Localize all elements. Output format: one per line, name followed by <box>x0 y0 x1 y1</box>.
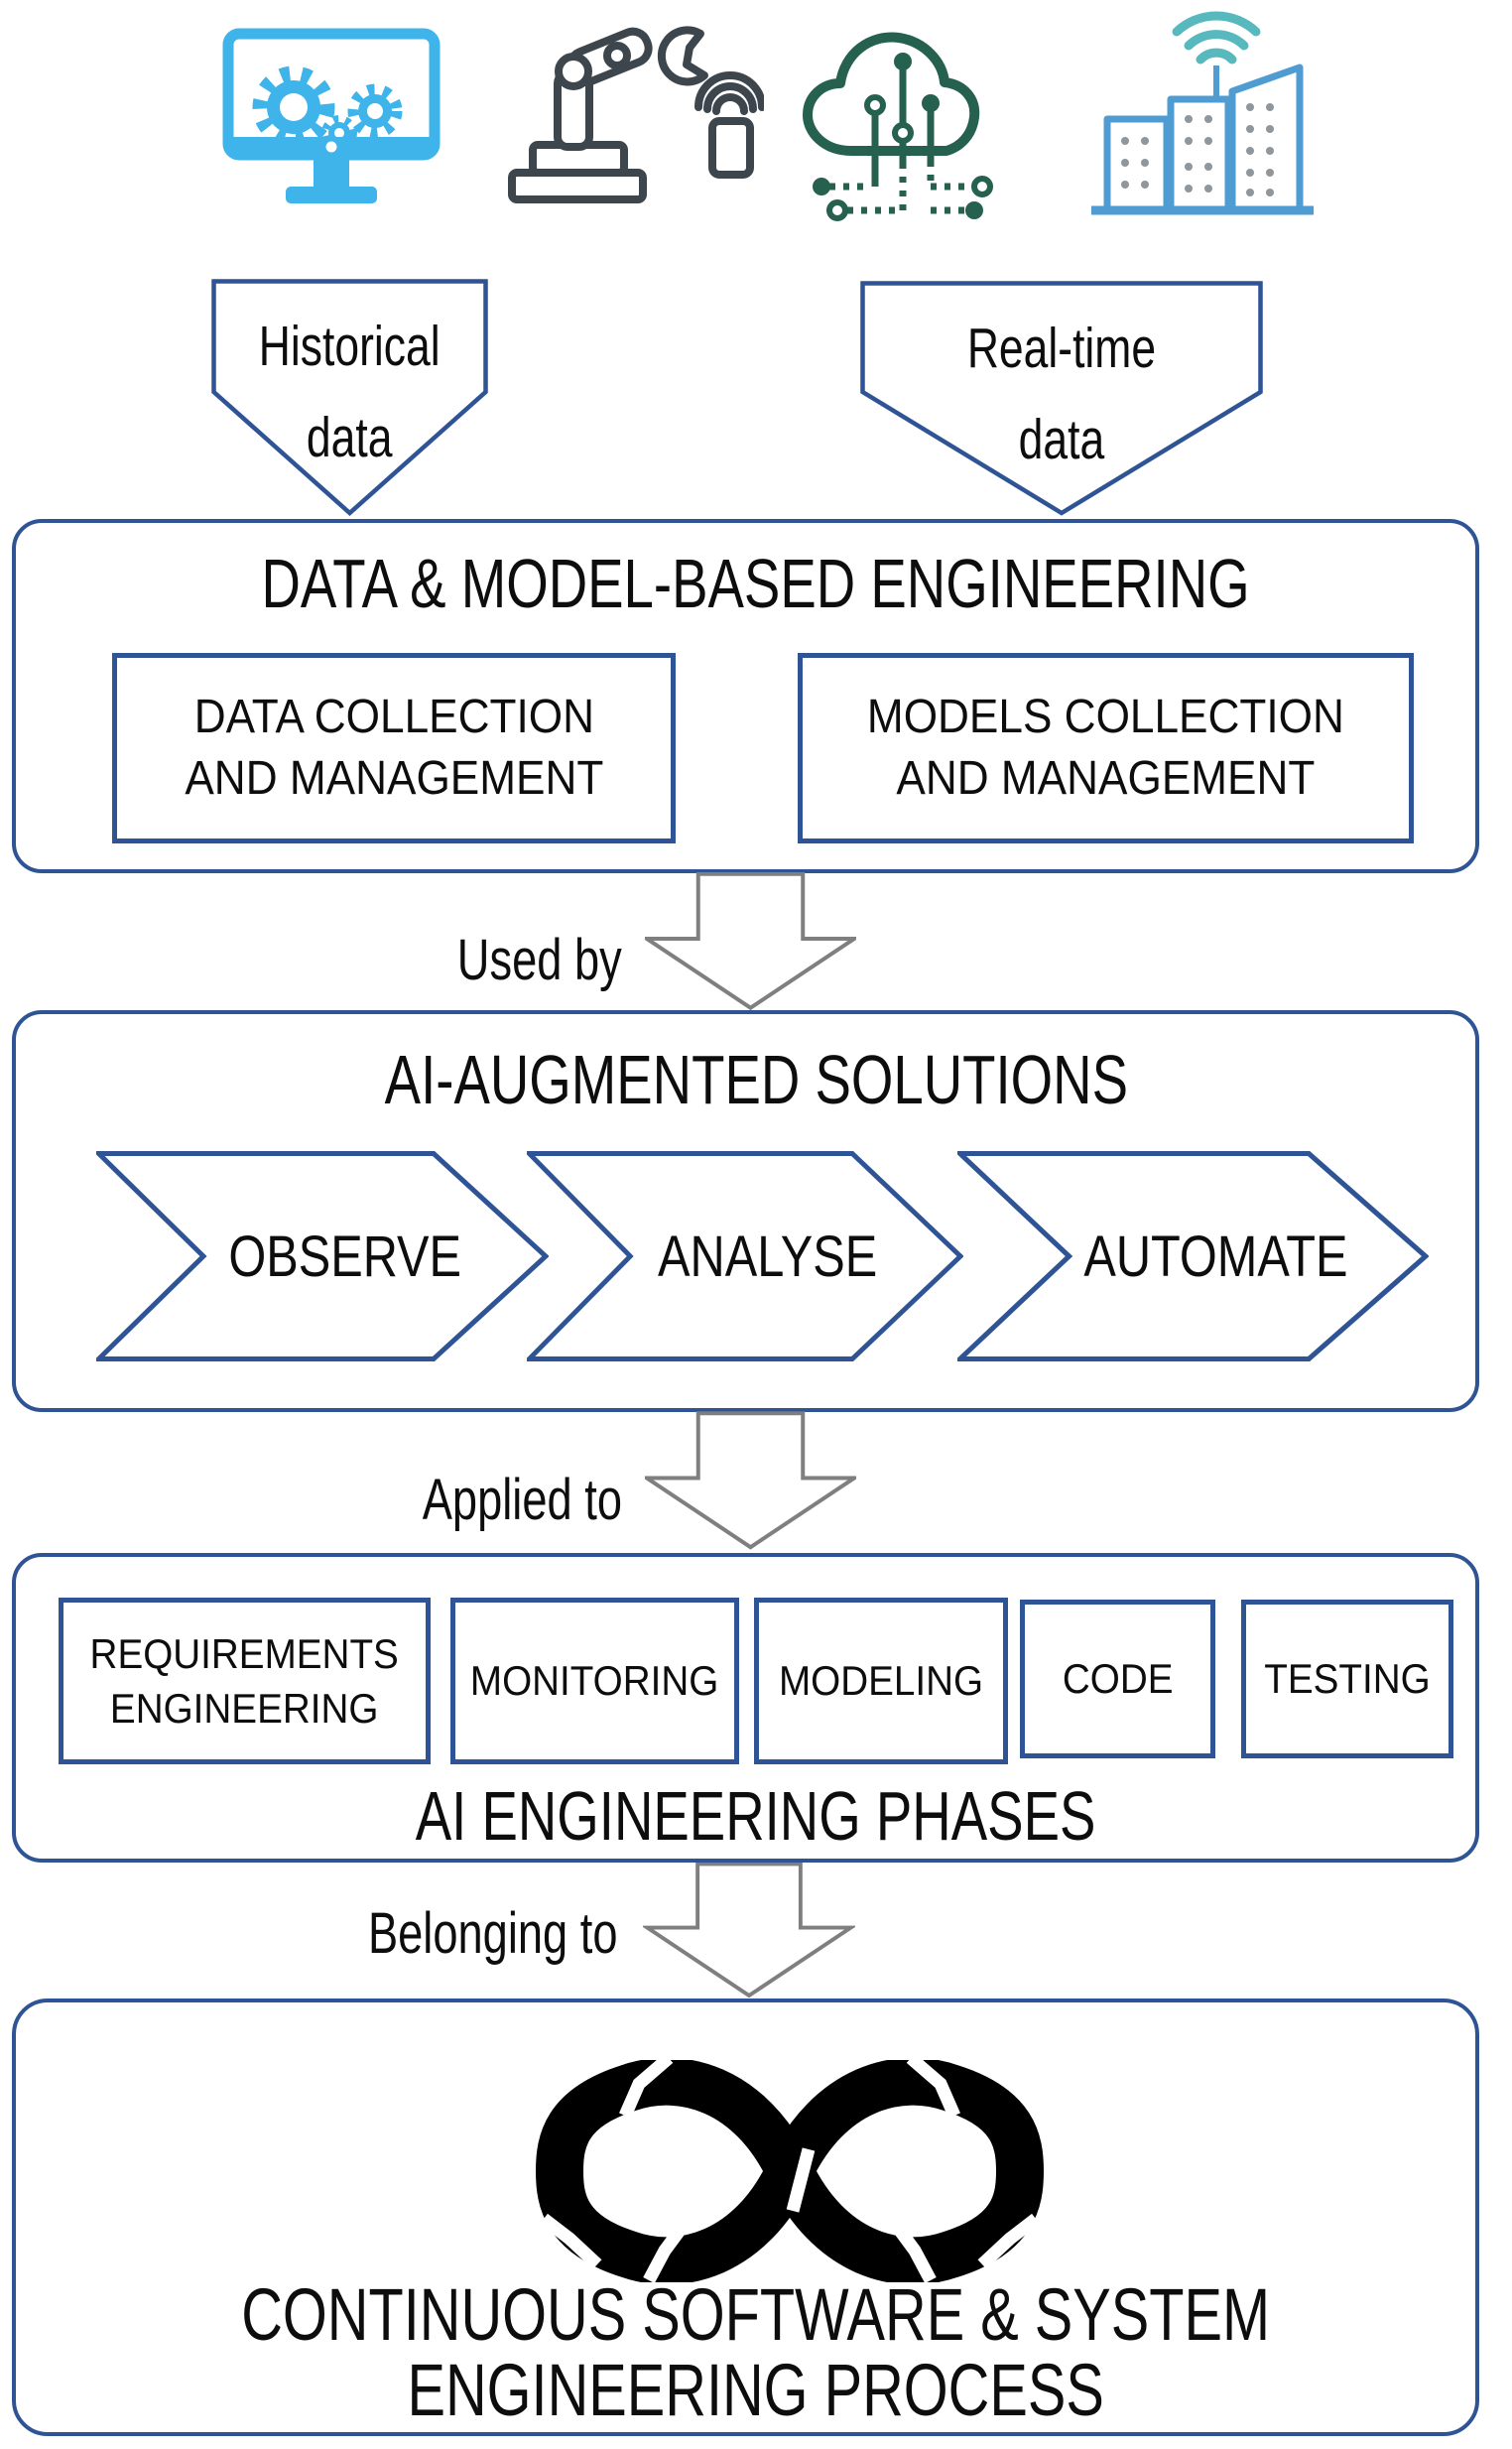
chevron-observe: OBSERVE <box>96 1151 549 1361</box>
down-arrow-icon <box>645 1411 856 1550</box>
software-monitor-icon <box>222 28 441 203</box>
models-collection-label: MODELS COLLECTION AND MANAGEMENT <box>867 690 1344 805</box>
belonging-to-label: Belonging to <box>367 1901 618 1966</box>
down-arrow-icon <box>643 1863 855 1998</box>
banner-shape <box>211 279 488 516</box>
chevron-automate: AUTOMATE <box>957 1151 1429 1361</box>
data-collection-label: DATA COLLECTION AND MANAGEMENT <box>184 690 603 805</box>
observe-label: OBSERVE <box>228 1224 462 1289</box>
phase-box-code: CODE <box>1020 1600 1215 1758</box>
used-by-label: Used by <box>457 928 622 992</box>
phase-box-requirements: REQUIREMENTS ENGINEERING <box>59 1598 431 1764</box>
robot-arm-icon <box>508 26 708 203</box>
realtime-data-label: Real-time data <box>966 317 1157 472</box>
testing-label: TESTING <box>1264 1655 1431 1703</box>
iot-device-icon <box>694 71 764 179</box>
box-data-collection: DATA COLLECTION AND MANAGEMENT <box>112 653 676 843</box>
requirements-label: REQUIREMENTS ENGINEERING <box>89 1629 400 1732</box>
analyse-label: ANALYSE <box>658 1224 878 1289</box>
down-arrow-icon <box>645 872 856 1010</box>
phase-box-modeling: MODELING <box>754 1598 1008 1764</box>
phase-box-testing: TESTING <box>1241 1600 1453 1758</box>
chevron-shape <box>957 1151 1429 1361</box>
box-models-collection: MODELS COLLECTION AND MANAGEMENT <box>798 653 1414 843</box>
infinity-loop-icon <box>535 2060 1045 2282</box>
banner-historical-data: Historical data <box>211 279 488 516</box>
chevron-shape <box>96 1151 549 1361</box>
chevron-analyse: ANALYSE <box>527 1151 963 1361</box>
ai-solutions-title: AI-AUGMENTED SOLUTIONS <box>384 1041 1128 1118</box>
applied-to-label: Applied to <box>422 1468 622 1532</box>
smart-city-icon <box>1091 11 1314 215</box>
modeling-label: MODELING <box>778 1657 984 1705</box>
wifi-icon <box>1172 11 1261 64</box>
cloud-circuit-icon <box>803 32 993 221</box>
phase-box-monitoring: MONITORING <box>450 1598 739 1764</box>
continuous-process-title: CONTINUOUS SOFTWARE & SYSTEM ENGINEERING… <box>241 2273 1271 2432</box>
automate-label: AUTOMATE <box>1083 1224 1348 1289</box>
banner-shape <box>860 281 1263 516</box>
monitoring-label: MONITORING <box>470 1657 719 1705</box>
banner-realtime-data: Real-time data <box>860 281 1263 516</box>
historical-data-label: Historical data <box>259 315 441 470</box>
data-model-engineering-title: DATA & MODEL-BASED ENGINEERING <box>261 545 1251 622</box>
chevron-shape <box>527 1151 963 1361</box>
ai-phases-title: AI ENGINEERING PHASES <box>416 1777 1096 1855</box>
code-label: CODE <box>1062 1655 1174 1703</box>
